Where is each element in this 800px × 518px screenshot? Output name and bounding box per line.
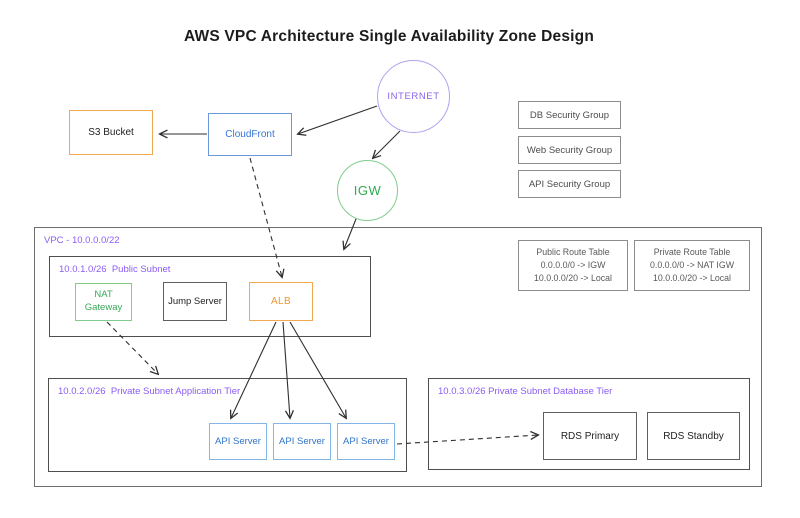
api-server-3-label: API Server bbox=[343, 436, 389, 447]
internet-node: INTERNET bbox=[377, 60, 450, 133]
jump-server-label: Jump Server bbox=[168, 296, 222, 307]
private-route-table-rule: 10.0.0.0/20 -> Local bbox=[652, 273, 731, 283]
alb-label: ALB bbox=[270, 296, 292, 307]
rds-standby-node: RDS Standby bbox=[647, 412, 740, 460]
diagram-title: AWS VPC Architecture Single Availability… bbox=[183, 28, 595, 45]
api-server-1-label: API Server bbox=[215, 436, 261, 447]
api-server-1-node: API Server bbox=[209, 423, 267, 460]
db-subnet-label: 10.0.3.0/26 Private Subnet Database Tier bbox=[438, 386, 613, 397]
vpc-container: VPC - 10.0.0.0/22 bbox=[34, 227, 762, 487]
public-route-table: Public Route Table 0.0.0.0/0 -> IGW 10.0… bbox=[518, 240, 628, 291]
api-security-group-label: API Security Group bbox=[528, 178, 611, 190]
private-route-table-title: Private Route Table bbox=[653, 246, 731, 257]
igw-node: IGW bbox=[337, 160, 398, 221]
db-security-group-label: DB Security Group bbox=[529, 109, 610, 121]
private-route-table: Private Route Table 0.0.0.0/0 -> NAT IGW… bbox=[634, 240, 750, 291]
jump-server-node: Jump Server bbox=[163, 282, 227, 321]
api-server-3-node: API Server bbox=[337, 423, 395, 460]
nat-gateway-label-line2: Gateway bbox=[84, 302, 123, 313]
s3-bucket-label: S3 Bucket bbox=[88, 127, 134, 138]
arrow-internet-to-cloudfront bbox=[298, 105, 378, 134]
cloudfront-node: CloudFront bbox=[208, 113, 292, 156]
app-subnet-label: 10.0.2.0/26 Private Subnet Application T… bbox=[58, 386, 241, 397]
rds-standby-label: RDS Standby bbox=[663, 430, 724, 442]
api-security-group: API Security Group bbox=[518, 170, 621, 198]
db-security-group: DB Security Group bbox=[518, 101, 621, 129]
igw-label: IGW bbox=[353, 183, 382, 198]
private-route-table-rule: 0.0.0.0/0 -> NAT IGW bbox=[649, 259, 734, 270]
db-subnet-container: 10.0.3.0/26 Private Subnet Database Tier bbox=[428, 378, 750, 470]
internet-label: INTERNET bbox=[387, 91, 440, 102]
rds-primary-label: RDS Primary bbox=[560, 430, 620, 442]
public-subnet-label: 10.0.1.0/26 Public Subnet bbox=[59, 264, 171, 275]
vpc-label: VPC - 10.0.0.0/22 bbox=[44, 235, 120, 246]
public-route-table-title: Public Route Table bbox=[536, 246, 610, 257]
cloudfront-label: CloudFront bbox=[225, 129, 275, 140]
public-subnet-container: 10.0.1.0/26 Public Subnet bbox=[49, 256, 371, 337]
arrow-internet-to-igw bbox=[373, 130, 401, 158]
web-security-group: Web Security Group bbox=[518, 136, 621, 164]
api-server-2-node: API Server bbox=[273, 423, 331, 460]
rds-primary-node: RDS Primary bbox=[543, 412, 637, 460]
public-route-table-rule: 0.0.0.0/0 -> IGW bbox=[540, 259, 606, 270]
web-security-group-label: Web Security Group bbox=[526, 144, 613, 156]
nat-gateway-node: NAT Gateway bbox=[75, 283, 132, 321]
s3-bucket-node: S3 Bucket bbox=[69, 110, 153, 155]
public-route-table-rule: 10.0.0.0/20 -> Local bbox=[533, 273, 612, 283]
alb-node: ALB bbox=[249, 282, 313, 321]
nat-gateway-label-line1: NAT bbox=[94, 289, 113, 301]
api-server-2-label: API Server bbox=[279, 436, 325, 447]
